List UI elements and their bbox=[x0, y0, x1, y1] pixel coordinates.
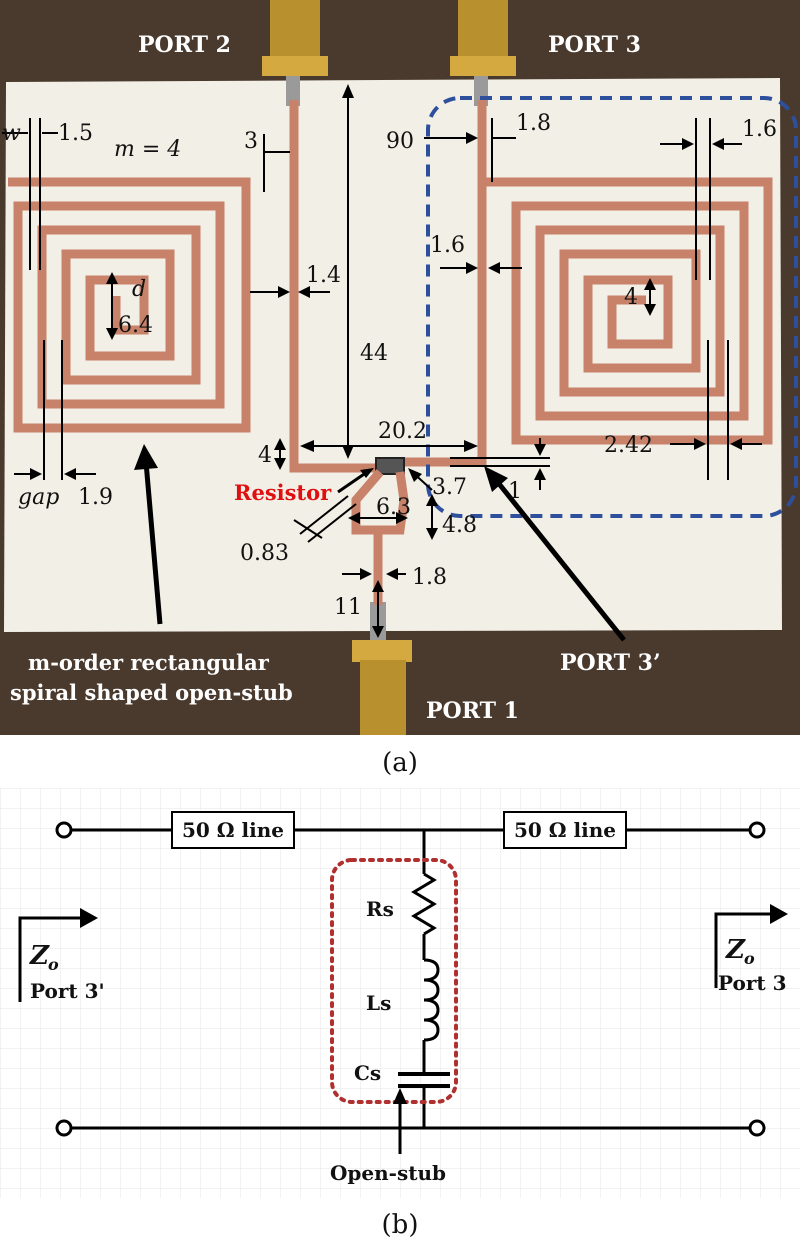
dim-1-5: 1.5 bbox=[58, 121, 93, 146]
dimension-lines bbox=[2, 84, 762, 642]
port3-circuit-label: Port 3 bbox=[718, 971, 787, 995]
w-label: w bbox=[2, 121, 21, 146]
shunt-branch bbox=[398, 830, 450, 1128]
stub-caption-line2: spiral shaped open-stub bbox=[10, 680, 293, 705]
dim-1-6-mid: 1.6 bbox=[430, 233, 465, 258]
dim-90: 90 bbox=[386, 129, 414, 154]
dim-3: 3 bbox=[244, 129, 258, 154]
zo-arrow-left bbox=[18, 908, 98, 1002]
dim-6-3: 6.3 bbox=[376, 495, 411, 520]
gap-label: gap bbox=[18, 485, 59, 510]
inductor-ls bbox=[423, 958, 440, 1042]
bottom-ground-line bbox=[55, 1119, 766, 1137]
circuit-diagram-panel: 50 Ω line 50 Ω line Rs Ls Cs Z o Port 3'… bbox=[0, 788, 800, 1198]
dim-1-8-top: 1.8 bbox=[516, 111, 551, 136]
dashed-highlight-box bbox=[426, 96, 798, 518]
open-stub-arrow bbox=[393, 1088, 407, 1154]
pcb-photo-panel: PORT 2 PORT 3 PORT 1 PORT 3’ w 1.5 m = 4… bbox=[0, 0, 800, 735]
port1-label: PORT 1 bbox=[426, 698, 519, 724]
dim-3-7: 3.7 bbox=[432, 475, 467, 500]
line-right-label: 50 Ω line bbox=[514, 818, 616, 842]
d-label: d bbox=[132, 277, 146, 302]
zo-left-sub: o bbox=[48, 955, 59, 974]
ls-label: Ls bbox=[366, 991, 391, 1015]
open-stub-label: Open-stub bbox=[330, 1161, 446, 1185]
zo-arrow-right bbox=[714, 904, 788, 988]
dim-1-4: 1.4 bbox=[306, 263, 341, 288]
stub-caption-line1: m-order rectangular bbox=[28, 650, 270, 675]
substrate-board bbox=[4, 78, 782, 632]
dim-1: 1 bbox=[508, 479, 522, 504]
resistor-rs bbox=[411, 872, 437, 936]
port3-prime-circuit-label: Port 3' bbox=[30, 979, 105, 1003]
dim-1-6-right: 1.6 bbox=[742, 117, 777, 142]
caption-b: (b) bbox=[381, 1210, 419, 1240]
zo-left-label: Z bbox=[29, 941, 50, 971]
sma-connector-port3 bbox=[450, 0, 516, 106]
cs-label: Cs bbox=[354, 1061, 381, 1085]
resistor-label: Resistor bbox=[234, 480, 332, 505]
dim-2-42: 2.42 bbox=[604, 433, 653, 458]
dim-1-9: 1.9 bbox=[78, 485, 113, 510]
dim-20-2: 20.2 bbox=[378, 419, 427, 444]
port3-label: PORT 3 bbox=[548, 32, 641, 58]
port3-prime-label: PORT 3’ bbox=[560, 650, 661, 676]
dim-11: 11 bbox=[334, 595, 362, 620]
caption-a: (a) bbox=[382, 748, 418, 778]
dim-1-8-bottom: 1.8 bbox=[412, 565, 447, 590]
top-transmission-line bbox=[55, 811, 766, 849]
dim-44: 44 bbox=[360, 341, 388, 366]
dim-4-8: 4.8 bbox=[442, 513, 477, 538]
port2-label: PORT 2 bbox=[138, 32, 231, 58]
dim-4-right: 4 bbox=[624, 285, 638, 310]
dim-6-4: 6.4 bbox=[118, 313, 153, 338]
resistor-chip bbox=[375, 457, 405, 475]
line-left-label: 50 Ω line bbox=[182, 818, 284, 842]
zo-right-label: Z bbox=[725, 935, 746, 965]
dimension-labels: PORT 2 PORT 3 PORT 1 PORT 3’ w 1.5 m = 4… bbox=[2, 32, 777, 724]
rs-label: Rs bbox=[366, 897, 394, 921]
zo-right-sub: o bbox=[744, 949, 755, 968]
line-box-right bbox=[503, 811, 627, 849]
dim-0-83: 0.83 bbox=[240, 541, 289, 566]
m-order-label: m = 4 bbox=[114, 137, 181, 162]
sma-connector-port2 bbox=[262, 0, 328, 106]
dim-4-left: 4 bbox=[258, 443, 272, 468]
